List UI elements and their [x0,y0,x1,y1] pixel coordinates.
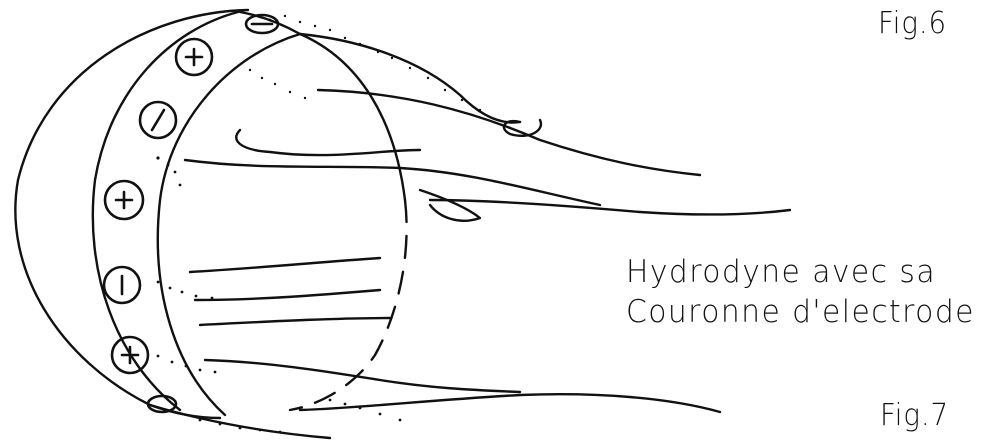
streamer [430,200,790,214]
electrode-3 [105,181,143,219]
figure-caption: Hydrodyne avec sa Couronne d'electrode [626,252,975,332]
figure-number-bottom: Fig.7 [880,398,949,433]
streamer [195,290,380,300]
streamer [300,34,520,123]
electrode-crown-outer-edge [93,12,238,410]
streamer [205,360,520,392]
crown-rim-dashed [290,200,407,410]
figure-number-top: Fig.6 [878,6,947,41]
streamer [190,258,380,272]
caption-line-1: Hydrodyne avec sa [626,252,975,292]
streamer [185,160,600,205]
electrode-5 [112,337,148,373]
streamer [420,190,480,221]
electrode-2 [140,102,176,138]
streamer [200,318,390,325]
electrode-4 [104,267,140,303]
electrode-1 [176,39,212,75]
streamer [300,394,720,412]
caption-line-2: Couronne d'electrode [626,292,975,332]
crown-rim-right [300,34,405,200]
electrode-crown-inner-edge [158,34,300,415]
